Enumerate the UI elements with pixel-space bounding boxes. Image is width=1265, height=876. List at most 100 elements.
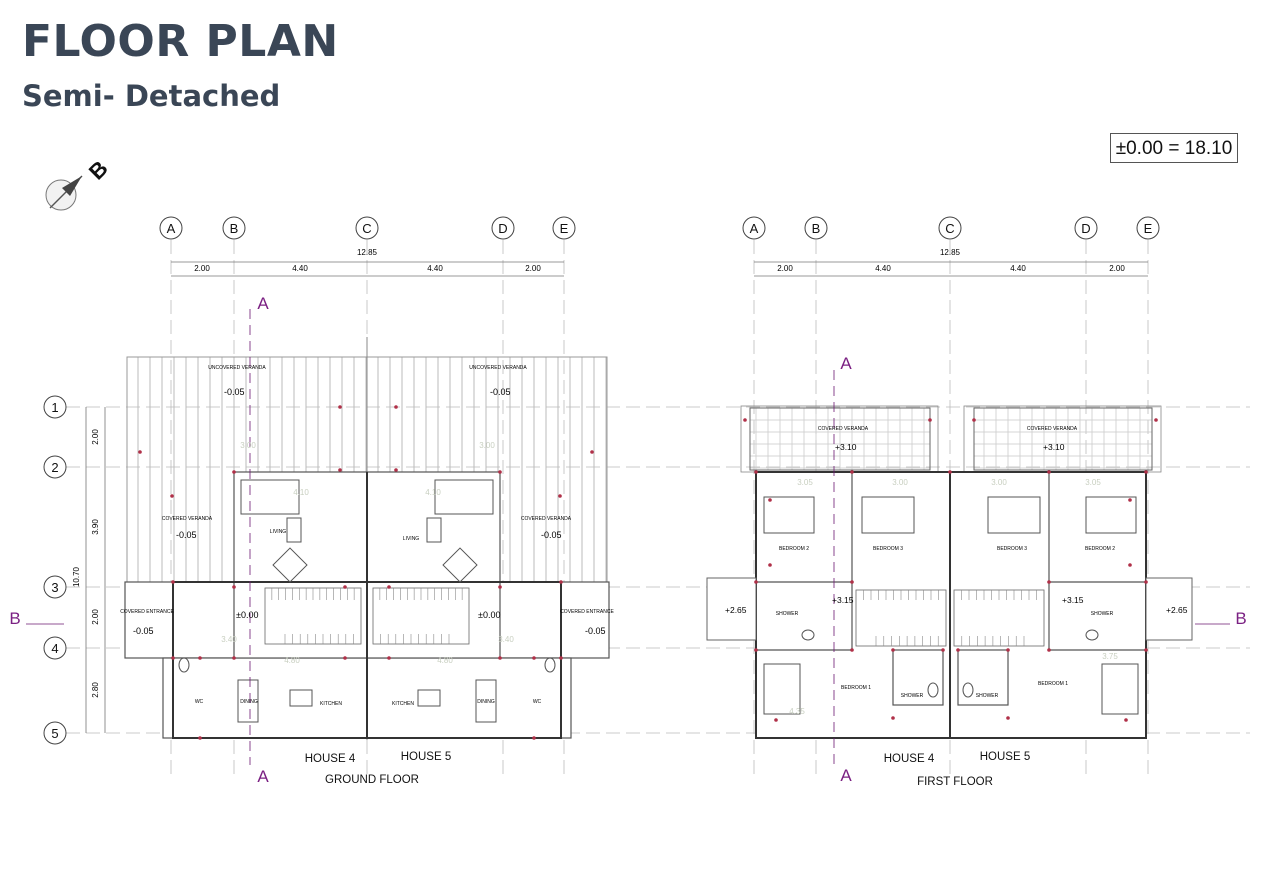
grid-col-g-3: D: [498, 221, 507, 236]
level-veranda-right: -0.05: [490, 387, 511, 397]
bedroom1-left: BEDROOM 1: [841, 685, 871, 691]
dim-hall-right: 3.40: [498, 635, 514, 644]
col-dim-2: 4.40: [292, 264, 308, 273]
col-dim-1: 2.00: [194, 264, 210, 273]
dim-living-right: 4.10: [425, 488, 441, 497]
col-dim-3-first: 4.40: [1010, 264, 1026, 273]
house-4-label-first: HOUSE 4: [884, 753, 935, 765]
shower-center-right: SHOWER: [976, 693, 999, 699]
level-side-right: +2.65: [1166, 605, 1188, 615]
uncovered-veranda-left: UNCOVERED VERANDA: [208, 365, 266, 371]
dim-bedroom2-right: 3.05: [1085, 478, 1101, 487]
dim-hall-left: 3.40: [221, 635, 237, 644]
section-b-right: B: [1235, 609, 1246, 628]
level-hall-right: ±0.00: [478, 610, 500, 620]
bedroom2-right: BEDROOM 2: [1085, 546, 1115, 552]
wc-right: WC: [533, 699, 542, 705]
bedroom3-right: BEDROOM 3: [997, 546, 1027, 552]
level-entrance-left: -0.05: [133, 626, 154, 636]
first-floor-label: FIRST FLOOR: [917, 776, 993, 788]
grid-row-3: 4: [51, 641, 58, 656]
north-label: B: [84, 156, 113, 185]
living-left: LIVING: [270, 529, 287, 535]
north-arrow-icon: B: [45, 156, 113, 211]
total-width-dim: 12.85: [357, 248, 378, 257]
covered-veranda-right: COVERED VERANDA: [521, 516, 572, 522]
level-entrance-right: -0.05: [585, 626, 606, 636]
section-a-top-ground: A: [257, 294, 269, 313]
level-veranda-first-left: +3.10: [835, 442, 857, 452]
structural-points-ground: [138, 405, 594, 740]
house-4-label-ground: HOUSE 4: [305, 753, 356, 765]
structural-points-first: [743, 418, 1158, 722]
section-a-bottom-first: A: [840, 766, 852, 785]
col-dim-4: 2.00: [525, 264, 541, 273]
dim-bedroom1-right: 3.75: [1102, 652, 1118, 661]
dim-dining-right: 4.80: [437, 656, 453, 665]
grid-row-1: 2: [51, 460, 58, 475]
row-dim-3: 2.00: [91, 609, 100, 625]
living-right: LIVING: [403, 536, 420, 542]
col-dim-2-first: 4.40: [875, 264, 891, 273]
section-b-left: B: [9, 609, 20, 628]
dim-veranda-left: 3.00: [240, 441, 256, 450]
dim-bedroom2-left: 3.05: [797, 478, 813, 487]
row-dim-1: 2.00: [91, 429, 100, 445]
dim-bedroom1-left: 4.35: [789, 707, 805, 716]
grid-row-2: 3: [51, 580, 58, 595]
section-a-bottom-ground: A: [257, 767, 269, 786]
covered-veranda-first-right: COVERED VERANDA: [1027, 426, 1078, 432]
shower-center-left: SHOWER: [901, 693, 924, 699]
page-subtitle: Semi- Detached: [22, 79, 281, 113]
level-side-left: +2.65: [725, 605, 747, 615]
grid-row-4: 5: [51, 726, 58, 741]
house-5-label-first: HOUSE 5: [980, 751, 1031, 763]
grid-col-f-4: E: [1144, 221, 1153, 236]
total-width-dim-first: 12.85: [940, 248, 961, 257]
dining-left: DINING: [240, 699, 258, 705]
row-dim-2: 3.90: [91, 519, 100, 535]
dim-bedroom3-left: 3.00: [892, 478, 908, 487]
level-landing-left: +3.15: [832, 595, 854, 605]
level-hall-left: ±0.00: [236, 610, 258, 620]
level-covered-right: -0.05: [541, 530, 562, 540]
grid-col-f-3: D: [1081, 221, 1090, 236]
kitchen-left: KITCHEN: [320, 701, 342, 707]
grid-row-0: 1: [51, 400, 58, 415]
grid-col-f-0: A: [750, 221, 759, 236]
level-covered-left: -0.05: [176, 530, 197, 540]
grid-col-f-1: B: [812, 221, 821, 236]
stairs-ground: [264, 588, 470, 644]
covered-entrance-left: COVERED ENTRANCE: [120, 609, 174, 615]
uncovered-veranda-right: UNCOVERED VERANDA: [469, 365, 527, 371]
grid-col-g-1: B: [230, 221, 239, 236]
bedroom3-left: BEDROOM 3: [873, 546, 903, 552]
col-dim-3: 4.40: [427, 264, 443, 273]
dim-living-left: 4.10: [293, 488, 309, 497]
section-a-top-first: A: [840, 354, 852, 373]
house-5-label-ground: HOUSE 5: [401, 751, 452, 763]
col-dim-1-first: 2.00: [777, 264, 793, 273]
level-veranda-first-right: +3.10: [1043, 442, 1065, 452]
covered-veranda-left: COVERED VERANDA: [162, 516, 213, 522]
ground-floor-plan: A B C D E 12.85 2.00 4.40 4.40 2.00 1 2 3 4 5 2.…: [9, 216, 1250, 786]
dining-right: DINING: [477, 699, 495, 705]
dim-bedroom3-right: 3.00: [991, 478, 1007, 487]
datum-level-box: ±0.00 = 18.10: [1110, 133, 1238, 163]
total-depth-dim: 10.70: [72, 566, 81, 587]
dim-veranda-right: 3.00: [479, 441, 495, 450]
level-veranda-left: -0.05: [224, 387, 245, 397]
kitchen-right: KITCHEN: [392, 701, 414, 707]
level-landing-right: +3.15: [1062, 595, 1084, 605]
bedroom1-right: BEDROOM 1: [1038, 681, 1068, 687]
grid-col-g-2: C: [362, 221, 371, 236]
bedroom2-left: BEDROOM 2: [779, 546, 809, 552]
dim-dining-left: 4.80: [284, 656, 300, 665]
grid-col-g-4: E: [560, 221, 569, 236]
wc-left: WC: [195, 699, 204, 705]
shower-right: SHOWER: [1091, 611, 1114, 617]
page-title: FLOOR PLAN: [22, 16, 339, 67]
grid-col-f-2: C: [945, 221, 954, 236]
